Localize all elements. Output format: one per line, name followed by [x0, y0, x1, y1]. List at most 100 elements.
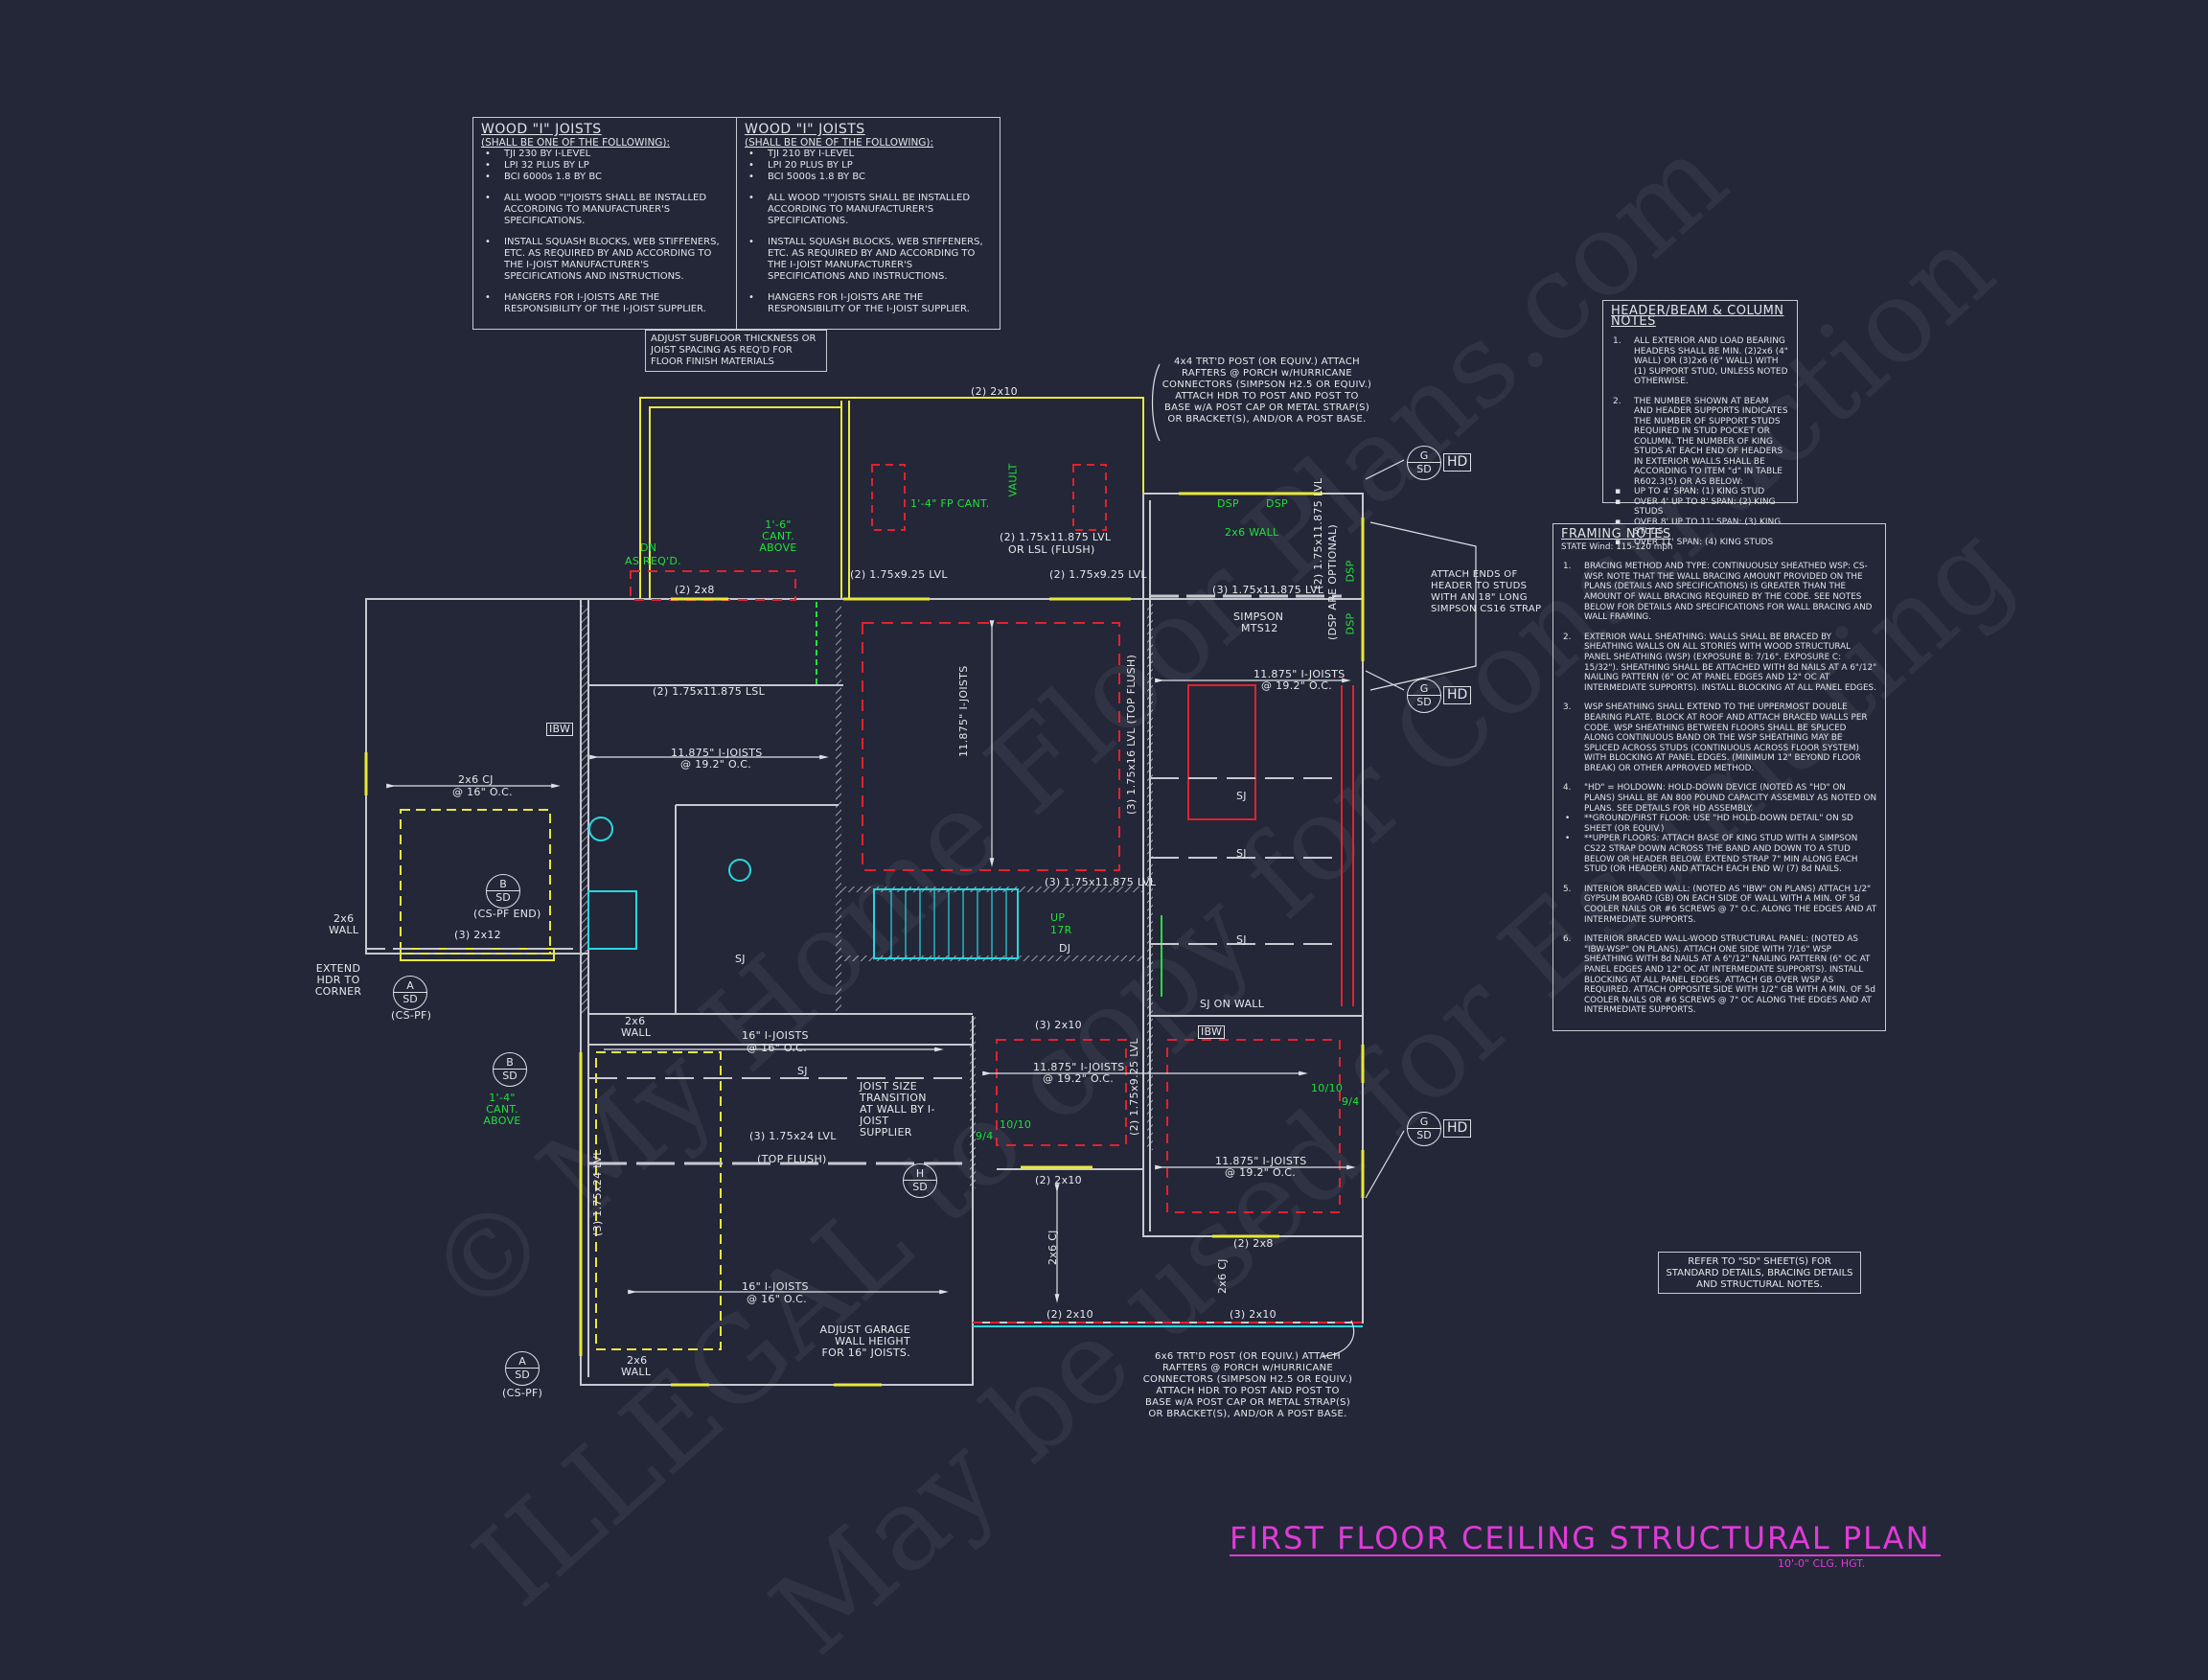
holdown-tag: HD: [1443, 1119, 1472, 1138]
dsp-label: DSP: [1344, 612, 1357, 635]
extend-hdr-label: EXTEND HDR TO CORNER: [314, 962, 362, 998]
joist-spacing: @ 19.2" O.C.: [1043, 1072, 1115, 1085]
joist-notes-right-heading: WOOD "I" JOISTS: [745, 122, 865, 137]
wall-label: WALL: [621, 1026, 652, 1039]
cant-above-label: 1'-6" CANT. ABOVE: [759, 518, 797, 554]
beam-label: (2) 1.75x11.875 LSL: [653, 685, 766, 698]
dsp-label: DSP: [1217, 497, 1239, 510]
joist-note: ALL WOOD "I"JOISTS SHALL BE INSTALLED AC…: [504, 193, 707, 226]
post-note-bottom: 6x6 TRT'D POST (OR EQUIV.) ATTACH RAFTER…: [1142, 1351, 1353, 1419]
framing-bullet: **UPPER FLOORS: ATTACH BASE OF KING STUD…: [1584, 834, 1858, 875]
cs-pf-label: (CS-PF): [502, 1387, 543, 1399]
joist-product: BCI 5000s 1.8 BY BC: [768, 172, 865, 182]
sj-label: SJ: [1236, 790, 1247, 802]
beam-label: (2) 2x10: [1035, 1174, 1082, 1186]
adjust-garage-note: ADJUST GARAGE WALL HEIGHT FOR 16" JOISTS…: [819, 1323, 910, 1359]
beam-label: (2) 1.75x11.875 LVL: [1312, 477, 1324, 589]
joist-notes-left-heading: WOOD "I" JOISTS: [481, 122, 602, 137]
dsp-label: DSP: [1344, 560, 1357, 583]
beam-label: (2) 1.75x9.25 LVL: [1128, 1038, 1140, 1136]
framing-notes-heading: FRAMING NOTES: [1561, 527, 1671, 541]
stair-risers-label: 17R: [1050, 924, 1072, 936]
beam-label: (3) 2x10: [1230, 1308, 1276, 1321]
dj-label: DJ: [1059, 942, 1071, 955]
sj-label: SJ: [1236, 933, 1247, 946]
wall-label: 2x6: [625, 1015, 646, 1027]
ibw-tag: IBW: [546, 723, 574, 736]
beam-label: (2) 2x8: [1233, 1237, 1274, 1250]
dn-label: DN: [640, 541, 657, 554]
joist-note: ALL WOOD "I"JOISTS SHALL BE INSTALLED AC…: [768, 193, 971, 226]
holdown-tag: HD: [1443, 453, 1472, 472]
as-reqd-label: AS REQ'D.: [625, 555, 681, 567]
strap-note: ATTACH ENDS OF HEADER TO STUDS WITH AN 1…: [1431, 569, 1542, 614]
joist-spacing: @ 19.2" O.C.: [1261, 679, 1333, 692]
ceiling-height: 10'-0" CLG. HGT.: [1778, 1557, 1866, 1570]
window-size-label: 10/10: [1311, 1082, 1344, 1094]
framing-note: WSP SHEATHING SHALL EXTEND TO THE UPPERM…: [1584, 702, 1868, 773]
beam-label: (3) 1.75x11.875 LVL: [1045, 876, 1157, 888]
wall-label: 2x6: [334, 912, 355, 925]
wall-label: 2x6 WALL: [1225, 526, 1279, 539]
wind-speed: STATE Wind: 115-120 mph: [1561, 541, 1673, 552]
framing-note: INTERIOR BRACED WALL-WOOD STRUCTURAL PAN…: [1584, 934, 1875, 1016]
vault-label: VAULT: [1006, 463, 1020, 497]
joist-note: HANGERS FOR I-JOISTS ARE THE RESPONSIBIL…: [768, 292, 970, 314]
span-rule: OVER 11' SPAN: (4) KING STUDS: [1634, 537, 1774, 547]
sj-label: SJ: [797, 1065, 808, 1077]
joist-spacing: @ 19.2" O.C.: [1225, 1166, 1297, 1179]
span-rule: UP TO 4' SPAN: (1) KING STUD: [1634, 487, 1765, 496]
joist-note: INSTALL SQUASH BLOCKS, WEB STIFFENERS, E…: [768, 237, 983, 282]
joist-label: 11.875" I-JOISTS: [1033, 1061, 1125, 1073]
span-rule: OVER 8' UP TO 11' SPAN: (3) KING STUDS: [1634, 517, 1782, 538]
joist-label: 11.875" I-JOISTS: [671, 747, 763, 759]
subfloor-note: ADJUST SUBFLOOR THICKNESS OR JOIST SPACI…: [645, 330, 827, 372]
framing-notes: FRAMING NOTES STATE Wind: 115-120 mph 1.…: [1552, 523, 1886, 1031]
joist-note: INSTALL SQUASH BLOCKS, WEB STIFFENERS, E…: [504, 237, 720, 282]
joist-notes-left-subheading: (SHALL BE ONE OF THE FOLLOWING):: [481, 137, 671, 149]
wall-label: WALL: [621, 1366, 652, 1378]
dsp-label: DSP: [1266, 497, 1288, 510]
joist-label: 11.875" I-JOISTS: [957, 665, 970, 757]
beam-label: (2) 1.75x11.875 LVL: [1000, 531, 1112, 543]
framing-note: "HD" = HOLDOWN: HOLD-DOWN DEVICE (NOTED …: [1584, 783, 1877, 814]
framing-bullet: **GROUND/FIRST FLOOR: USE "HD HOLD-DOWN …: [1584, 814, 1853, 834]
ibw-tag: IBW: [1198, 1025, 1226, 1039]
header-notes-heading: HEADER/BEAM & COLUMN NOTES: [1611, 304, 1784, 329]
joist-spacing: @ 16" O.C.: [747, 1042, 807, 1054]
header-beam-column-notes: HEADER/BEAM & COLUMN NOTES 1.ALL EXTERIO…: [1602, 300, 1798, 547]
beam-label: (DSP ARE OPTIONAL): [1326, 524, 1339, 640]
joist-label: 11.875" I-JOISTS: [1254, 668, 1346, 680]
cs-pf-end-label: (CS-PF END): [473, 908, 541, 920]
header-note: THE NUMBER SHOWN AT BEAM AND HEADER SUPP…: [1634, 396, 1788, 487]
simpson-label: SIMPSON: [1233, 610, 1284, 623]
joist-label: 2x6 CJ: [458, 773, 494, 786]
header-note: ALL EXTERIOR AND LOAD BEARING HEADERS SH…: [1634, 336, 1788, 386]
cant-above-label: 1'-4" CANT. ABOVE: [483, 1092, 521, 1127]
window-size-label: 10/10: [1000, 1118, 1032, 1131]
joist-notes-right-subheading: (SHALL BE ONE OF THE FOLLOWING):: [745, 137, 934, 149]
beam-label: (2) 2x10: [971, 385, 1018, 398]
holdown-tag: HD: [1443, 686, 1472, 704]
simpson-label: MTS12: [1241, 622, 1278, 634]
joist-product: BCI 6000s 1.8 BY BC: [504, 172, 602, 182]
beam-label: (2) 1.75x9.25 LVL: [1049, 568, 1147, 581]
joist-label: 2x6 CJ: [1046, 1230, 1059, 1265]
window-size-label: 9/4: [976, 1130, 994, 1142]
stair-up-label: UP: [1050, 911, 1066, 924]
joist-notes-left: WOOD "I" JOISTS (SHALL BE ONE OF THE FOL…: [472, 117, 737, 330]
span-rule: OVER 4' UP TO 8' SPAN: (2) KING STUDS: [1634, 496, 1776, 518]
joist-product: LPI 32 PLUS BY LP: [504, 160, 589, 171]
joist-note: HANGERS FOR I-JOISTS ARE THE RESPONSIBIL…: [504, 292, 706, 314]
window-size-label: 9/4: [1342, 1095, 1360, 1108]
wall-label: WALL: [329, 924, 359, 936]
